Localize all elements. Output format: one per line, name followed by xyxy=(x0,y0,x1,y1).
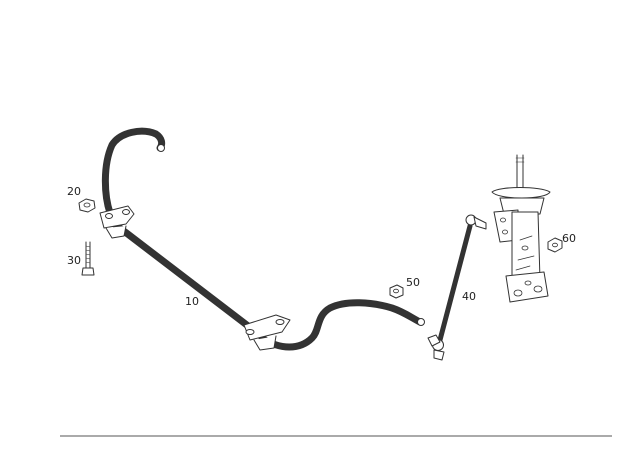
nut-part-50[interactable] xyxy=(389,284,404,299)
left-bearing-clamp[interactable] xyxy=(99,205,135,239)
stabilizer-bar[interactable] xyxy=(101,127,425,351)
callout-20: 20 xyxy=(67,185,81,198)
callout-50: 50 xyxy=(406,276,420,289)
callout-60: 60 xyxy=(562,232,576,245)
callout-10: 10 xyxy=(185,295,199,308)
callout-30: 30 xyxy=(67,254,81,267)
nut-part-20[interactable] xyxy=(78,198,96,213)
right-bearing-clamp[interactable] xyxy=(243,314,291,351)
coupling-link-part-40[interactable] xyxy=(427,214,487,361)
nut-part-60[interactable] xyxy=(547,237,563,253)
strut-assembly[interactable] xyxy=(491,154,551,303)
callout-40: 40 xyxy=(462,290,476,303)
bolt-part-30[interactable] xyxy=(81,241,95,276)
